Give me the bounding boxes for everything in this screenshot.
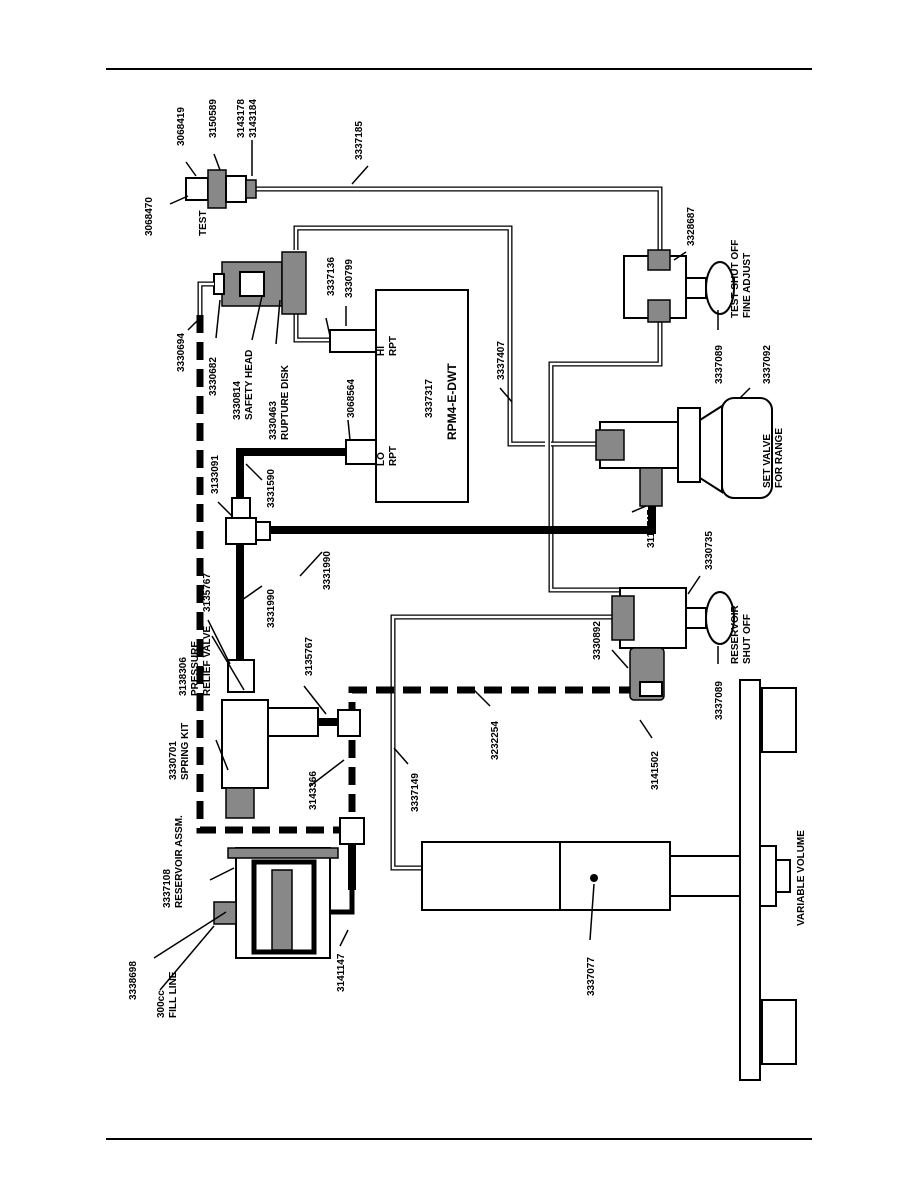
label-3337077: 3337077 [586, 957, 597, 996]
label-3337089-b: 3337089 [714, 681, 725, 720]
label-3331590: 3331590 [266, 469, 277, 508]
label-3232254: 3232254 [490, 721, 501, 760]
label-3337407: 3337407 [496, 341, 507, 380]
label-3330682: 3330682 [208, 357, 219, 396]
label-3330463: 3330463RUPTURE DISK [268, 364, 291, 440]
label-3141502: 3141502 [650, 751, 661, 790]
label-3337136: 3337136 [326, 257, 337, 296]
test-shutoff-valve [623, 249, 735, 323]
label-3330892: 3330892 [592, 621, 603, 660]
label-rpm4-e-dwt: RPM4-E-DWT [445, 363, 459, 440]
safety-head [197, 251, 307, 315]
label-3150589: 3150589 [208, 99, 219, 138]
label-fill-line: 300ccFILL LINE [156, 971, 179, 1018]
label-3068564: 3068564 [346, 379, 357, 418]
label-3330694: 3330694 [176, 333, 187, 372]
label-3143366: 3143366 [308, 771, 319, 810]
reservoir-assembly [213, 847, 355, 959]
test-port-fitting [185, 169, 257, 209]
bottom-rule [106, 1138, 812, 1140]
label-3337089-a: 3337089 [714, 345, 725, 384]
label-3141147: 3141147 [336, 953, 347, 992]
label-3143184: 3143184 [248, 99, 259, 138]
label-3337092: 3337092 [762, 345, 773, 384]
label-3337149: 3337149 [410, 773, 421, 812]
label-3330735: 3330735 [704, 531, 715, 570]
reservoir-shutoff-valve [611, 587, 735, 701]
label-3337317: 3337317 [424, 379, 435, 418]
label-3331990-a: 3331990 [322, 551, 333, 590]
label-lo-rpt: LORPT [376, 446, 399, 466]
label-3135767-b: 3135767 [304, 637, 315, 676]
label-3119717: 3119717 [646, 509, 657, 548]
label-3330799: 3330799 [344, 259, 355, 298]
label-3143178: 3143178 [236, 99, 247, 138]
rpm4-module [329, 289, 469, 503]
label-3068470: 3068470 [144, 197, 155, 236]
label-3330814: 3330814SAFETY HEAD [232, 350, 255, 420]
label-3328687: 3328687 [686, 207, 697, 246]
tube-3337149 [390, 614, 618, 871]
label-test: TEST [198, 210, 209, 236]
label-spring-kit: 3330701SPRING KIT [168, 723, 191, 780]
label-3135767-a: 3135767 [202, 573, 213, 612]
tee-3143366 [339, 817, 365, 845]
label-relief-valve: 3138306PRESSURERELIEF VALVE [178, 625, 213, 696]
pressure-relief-valve [221, 659, 361, 819]
label-3068419: 3068419 [176, 107, 187, 146]
set-valve [595, 397, 773, 507]
label-reservoir-shutoff: RESERVOIRSHUT OFF [730, 605, 753, 664]
top-rule [106, 68, 812, 70]
label-hi-rpt: HIRPT [376, 336, 399, 356]
label-variable-volume: VARIABLE VOLUME [796, 830, 807, 926]
variable-volume [421, 679, 797, 1081]
tube-3337136 [293, 225, 545, 447]
dash-line-3330694 [196, 315, 350, 834]
label-reservoir-assm: 3337108RESERVOIR ASSM. [162, 815, 185, 908]
label-set-valve: SET VALVEFOR RANGE [762, 428, 785, 488]
label-3337185: 3337185 [354, 121, 365, 160]
label-3331990-b: 3331990 [266, 589, 277, 628]
tube-3337185 [245, 186, 663, 256]
label-test-shutoff: TEST SHUT OFFFINE ADJUST [730, 240, 753, 318]
label-3338698: 3338698 [128, 961, 139, 1000]
tee-3133091 [225, 497, 271, 545]
label-3133091: 3133091 [210, 455, 221, 494]
leader-lines [153, 140, 751, 991]
